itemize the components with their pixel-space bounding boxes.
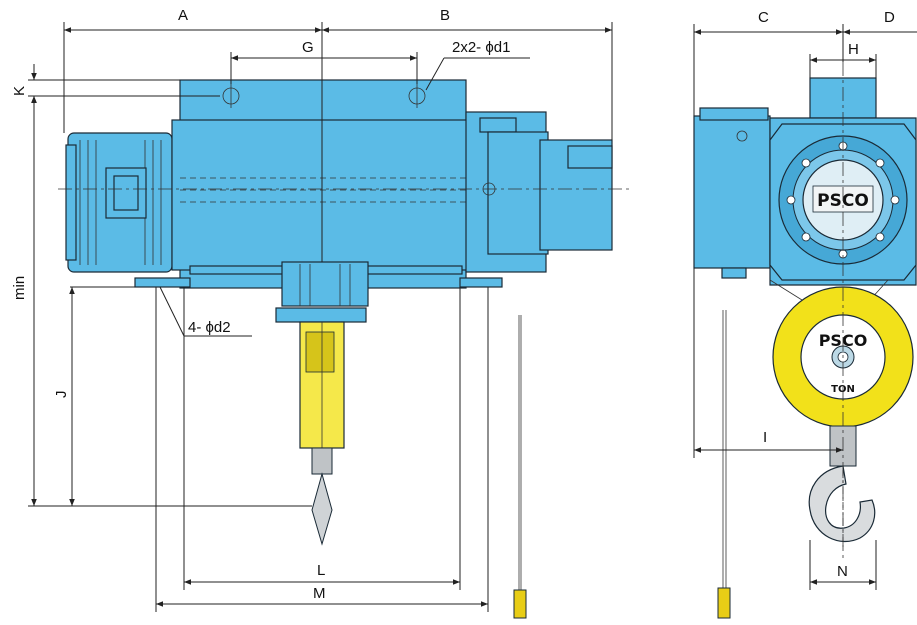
dim-label-b: B: [440, 7, 450, 24]
dim-label-min: min: [11, 276, 28, 300]
dim-label-l: L: [317, 562, 325, 579]
callout-holes-top: 2x2- ϕd1: [452, 39, 510, 56]
drum-housing: [171, 79, 475, 289]
side-hook: [808, 425, 876, 548]
dim-label-i: I: [763, 429, 767, 446]
dim-label-k: K: [11, 86, 28, 96]
side-drum-housing: PSCO: [769, 77, 917, 286]
dim-label-d: D: [884, 9, 895, 26]
side-hook-block: PSCO TON: [769, 279, 914, 428]
dim-label-a: A: [178, 7, 188, 24]
dim-lines-side: [693, 24, 917, 590]
hook-tube: [299, 321, 345, 546]
rope-guide: [275, 261, 369, 323]
dim-label-h: H: [848, 41, 859, 58]
drum-logo: PSCO: [817, 191, 869, 211]
side-pendant: [717, 310, 731, 619]
gearbox: [465, 111, 613, 273]
dim-label-n: N: [837, 563, 848, 580]
pendant-control: [513, 315, 527, 619]
side-control-box: [693, 107, 771, 279]
dim-label-m: M: [313, 585, 326, 602]
base-feet: [134, 277, 503, 288]
side-view: PSCO PSCO TON: [693, 9, 917, 619]
dim-label-g: G: [302, 39, 314, 56]
dim-label-c: C: [758, 9, 769, 26]
callout-holes-base: 4- ϕd2: [188, 319, 231, 336]
motor: [65, 132, 173, 273]
front-view: A B G K min J L M 2x2- ϕd1 4- ϕd2: [11, 7, 630, 619]
dim-lines-front: [28, 22, 613, 612]
dim-label-j: J: [53, 391, 70, 399]
